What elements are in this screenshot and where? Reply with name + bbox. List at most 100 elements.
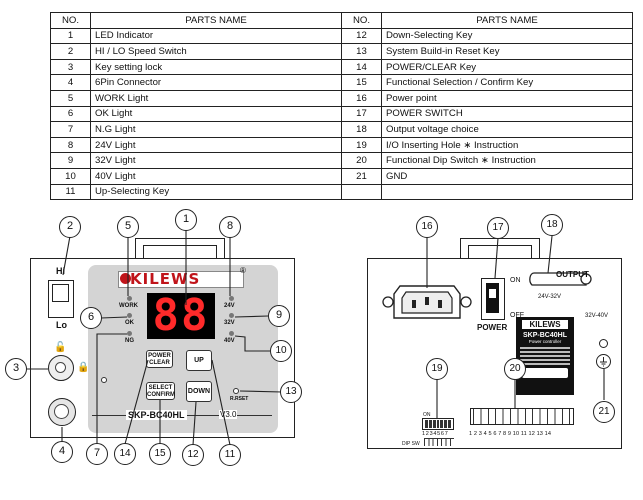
functional-dip-switch[interactable] [422,418,454,430]
light-40v [229,331,234,336]
part-number: 14 [341,58,382,76]
up-key-label: UP [194,357,204,364]
callout-13: 13 [280,381,302,403]
part-number: 8 [50,136,91,154]
ok-light [127,313,132,318]
callout-20: 20 [504,358,526,380]
part-number: 18 [341,121,382,138]
hi-lo-speed-switch[interactable] [48,280,74,318]
part-number: 19 [341,136,382,154]
sticker-marks [522,368,568,378]
gnd-screw [599,339,608,348]
part-number: 12 [341,27,382,45]
dip-label: DIP SW [402,441,420,447]
part-number: 3 [50,58,91,76]
callout-21: 21 [593,401,615,423]
header-name-right: PARTS NAME [381,12,633,29]
io-inserting-hole[interactable] [470,408,574,425]
part-number: 1 [50,27,91,45]
header-no-left: NO. [50,12,91,29]
front-handle-inner [143,245,217,259]
logo-bar [118,271,244,288]
part-name: 40V Light [90,167,342,185]
callout-6: 6 [80,307,102,329]
callout-8: 8 [219,216,241,238]
part-name: Power point [381,89,633,107]
dip-on-label: ON [423,412,431,418]
part-number: 9 [50,152,91,169]
dip-numbers: 1 2 3 4 5 6 7 [422,431,448,437]
down-selecting-key[interactable]: DOWN [186,381,212,402]
power-switch-off-label: OFF [510,312,524,319]
part-name: 6Pin Connector [90,74,342,91]
callout-7: 7 [86,443,108,465]
dip-pins [424,438,454,446]
lock-icon: 🔒 [77,362,90,373]
sticker-specs [520,347,570,365]
callout-12: 12 [182,444,204,466]
part-number: 7 [50,121,91,138]
callout-4: 4 [51,441,73,463]
part-name: GND [381,167,633,185]
output-label: OUTPUT [556,270,589,279]
ok-label: OK [125,320,134,326]
callout-17: 17 [487,217,509,239]
callout-19: 19 [426,358,448,380]
range-high-label: 32V-40V [585,313,609,319]
brand-logo: KILEWS [130,270,201,288]
callout-2: 2 [59,216,81,238]
callout-15: 15 [149,443,171,465]
part-name: 24V Light [90,136,342,154]
part-name: HI / LO Speed Switch [90,43,342,60]
reset-key[interactable] [233,388,239,394]
light-24v [229,296,234,301]
part-name [381,183,633,201]
spec-sticker: KILEWS SKP-BC40HL Power controller [516,317,574,395]
part-number: 4 [50,74,91,91]
up-selecting-key[interactable]: UP [186,350,212,371]
parts-table-header: NO. PARTS NAME NO. PARTS NAME [50,12,633,29]
ng-light [127,331,132,336]
terminal-numbers: 1 2 3 4 5 6 7 8 9 10 11 12 13 14 [469,431,552,437]
sticker-subtitle: Power controller [528,339,562,344]
version-label: V3.0 [219,410,238,419]
sticker-brand: KILEWS [522,320,568,329]
work-label: WORK [119,303,138,309]
model-label: SKP-BC40HL [126,410,187,420]
part-number: 6 [50,105,91,123]
part-number: 10 [50,167,91,185]
callout-16: 16 [416,216,438,238]
power-clear-key[interactable]: POWER CLEAR [146,350,173,368]
hi-label: Hi [56,266,65,276]
part-number: 5 [50,89,91,107]
range-low-label: 24V-32V [538,294,562,300]
power-point [380,280,474,324]
part-number: 11 [50,183,91,201]
part-name: Key setting lock [90,58,342,76]
part-name: Functional Selection / Confirm Key [381,74,633,91]
ground-icon [596,354,611,369]
rear-handle-inner [468,245,532,259]
led-indicator-digits: 88 [152,290,210,341]
output-voltage-choice[interactable] [526,263,616,299]
callout-1: 1 [175,209,197,231]
power-switch[interactable] [481,278,505,320]
power-clear-label-2: CLEAR [149,360,170,366]
part-name: OK Light [90,105,342,123]
key-setting-lock[interactable] [48,355,74,381]
unlock-icon: 🔓 [54,342,67,353]
sticker-model: SKP-BC40HL [523,332,567,339]
ng-label: NG [125,338,134,344]
label-24v: 24V [224,303,235,309]
label-40v: 40V [224,338,235,344]
select-confirm-key[interactable]: SELECT CONFIRM [146,382,175,400]
header-name-left: PARTS NAME [90,12,342,29]
part-name: Down-Selecting Key [381,27,633,45]
